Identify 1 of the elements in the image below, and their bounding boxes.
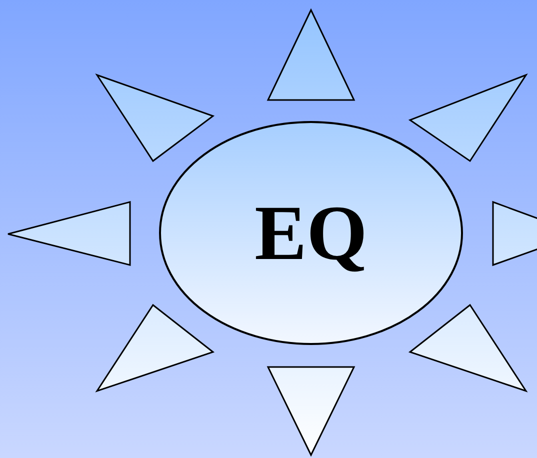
node-label: EQ <box>254 194 368 272</box>
